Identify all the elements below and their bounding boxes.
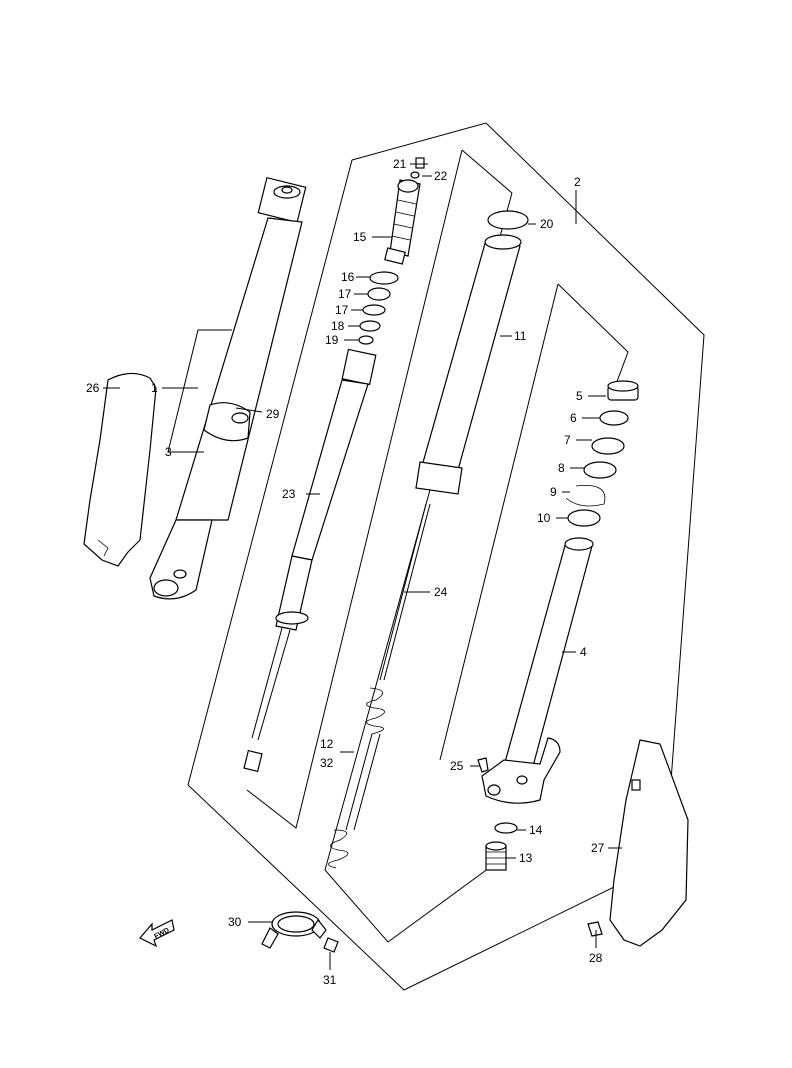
- callouts: 1 2 3 4 5 6 7 8 9 10 11 12 13 14 15 16 1…: [86, 157, 605, 987]
- clip-9: [565, 485, 606, 507]
- bolt-25: [477, 757, 489, 773]
- callout-22: 22: [434, 169, 448, 183]
- oring-14: [494, 822, 518, 834]
- bolt-28: [587, 921, 603, 937]
- callout-8: 8: [558, 461, 565, 475]
- callout-6: 6: [570, 411, 577, 425]
- callout-11: 11: [514, 329, 527, 343]
- bolt-21: [415, 157, 425, 169]
- callout-3: 3: [165, 445, 172, 459]
- clamp-29: [231, 412, 249, 424]
- oil-seal-8: [583, 461, 617, 479]
- callout-7: 7: [564, 433, 571, 447]
- assembly-outline-outer-tube: [557, 283, 629, 396]
- callout-10: 10: [537, 511, 551, 525]
- callout-27: 27: [591, 841, 605, 855]
- callout-16: 16: [341, 270, 355, 284]
- ring-16: [369, 271, 399, 285]
- callout-26: 26: [86, 381, 100, 395]
- callout-5: 5: [576, 389, 583, 403]
- callout-14: 14: [529, 823, 543, 837]
- dust-seal-10: [567, 509, 601, 527]
- inner-tube-11: [415, 234, 522, 495]
- ring-18: [359, 320, 381, 332]
- callout-17b: 17: [335, 303, 349, 317]
- callout-21: 21: [393, 157, 407, 171]
- callout-31: 31: [323, 973, 337, 987]
- bushing-5-top: [607, 380, 639, 392]
- callout-23: 23: [282, 487, 296, 501]
- callout-17a: 17: [338, 287, 352, 301]
- bushing-6: [599, 410, 629, 426]
- oring-20: [487, 210, 529, 230]
- top-cap-15: [384, 179, 421, 265]
- fork-assembly-left-1: [149, 176, 307, 600]
- fork-guard-right-27-slot: [631, 779, 641, 791]
- callout-30: 30: [228, 915, 242, 929]
- callout-28: 28: [589, 951, 603, 965]
- callout-18: 18: [331, 319, 345, 333]
- ring-19: [358, 335, 374, 345]
- assembly-outline-inner: [461, 149, 513, 194]
- callout-29: 29: [266, 407, 280, 421]
- assembly-outline-inner-2: [246, 149, 463, 829]
- callout-20: 20: [540, 217, 554, 231]
- ring-17b: [362, 304, 386, 316]
- plug-13: [485, 841, 507, 871]
- outer-tube-4: [481, 537, 594, 804]
- callout-25: 25: [450, 759, 464, 773]
- callout-2: 2: [574, 175, 581, 189]
- callout-1: 1: [151, 381, 158, 395]
- bolt-31: [323, 937, 339, 953]
- fork-guard-left-26: [83, 372, 157, 567]
- callout-15: 15: [353, 230, 367, 244]
- seal-stack: [565, 380, 639, 527]
- callout-13: 13: [519, 851, 533, 865]
- fork-guard-left-26-detail: [97, 539, 109, 557]
- rod-24-edge: [379, 503, 427, 681]
- damper-rod-23: [243, 348, 377, 773]
- washer-7: [591, 437, 625, 455]
- callout-24: 24: [434, 585, 448, 599]
- fwd-arrow: FWD: [139, 919, 175, 948]
- leader-lines: [103, 163, 622, 970]
- callout-19: 19: [325, 333, 339, 347]
- callout-12: 12: [320, 737, 334, 751]
- callout-9: 9: [550, 485, 557, 499]
- ring-17a: [367, 287, 391, 301]
- clamp-30: [261, 911, 327, 949]
- callout-32: 32: [320, 756, 334, 770]
- fork-guard-right-27: [609, 739, 689, 947]
- callout-4: 4: [580, 645, 587, 659]
- washer-22: [410, 171, 420, 179]
- assembly-outline-outer-tube-2: [439, 283, 559, 761]
- fork-spring-12: [328, 687, 385, 869]
